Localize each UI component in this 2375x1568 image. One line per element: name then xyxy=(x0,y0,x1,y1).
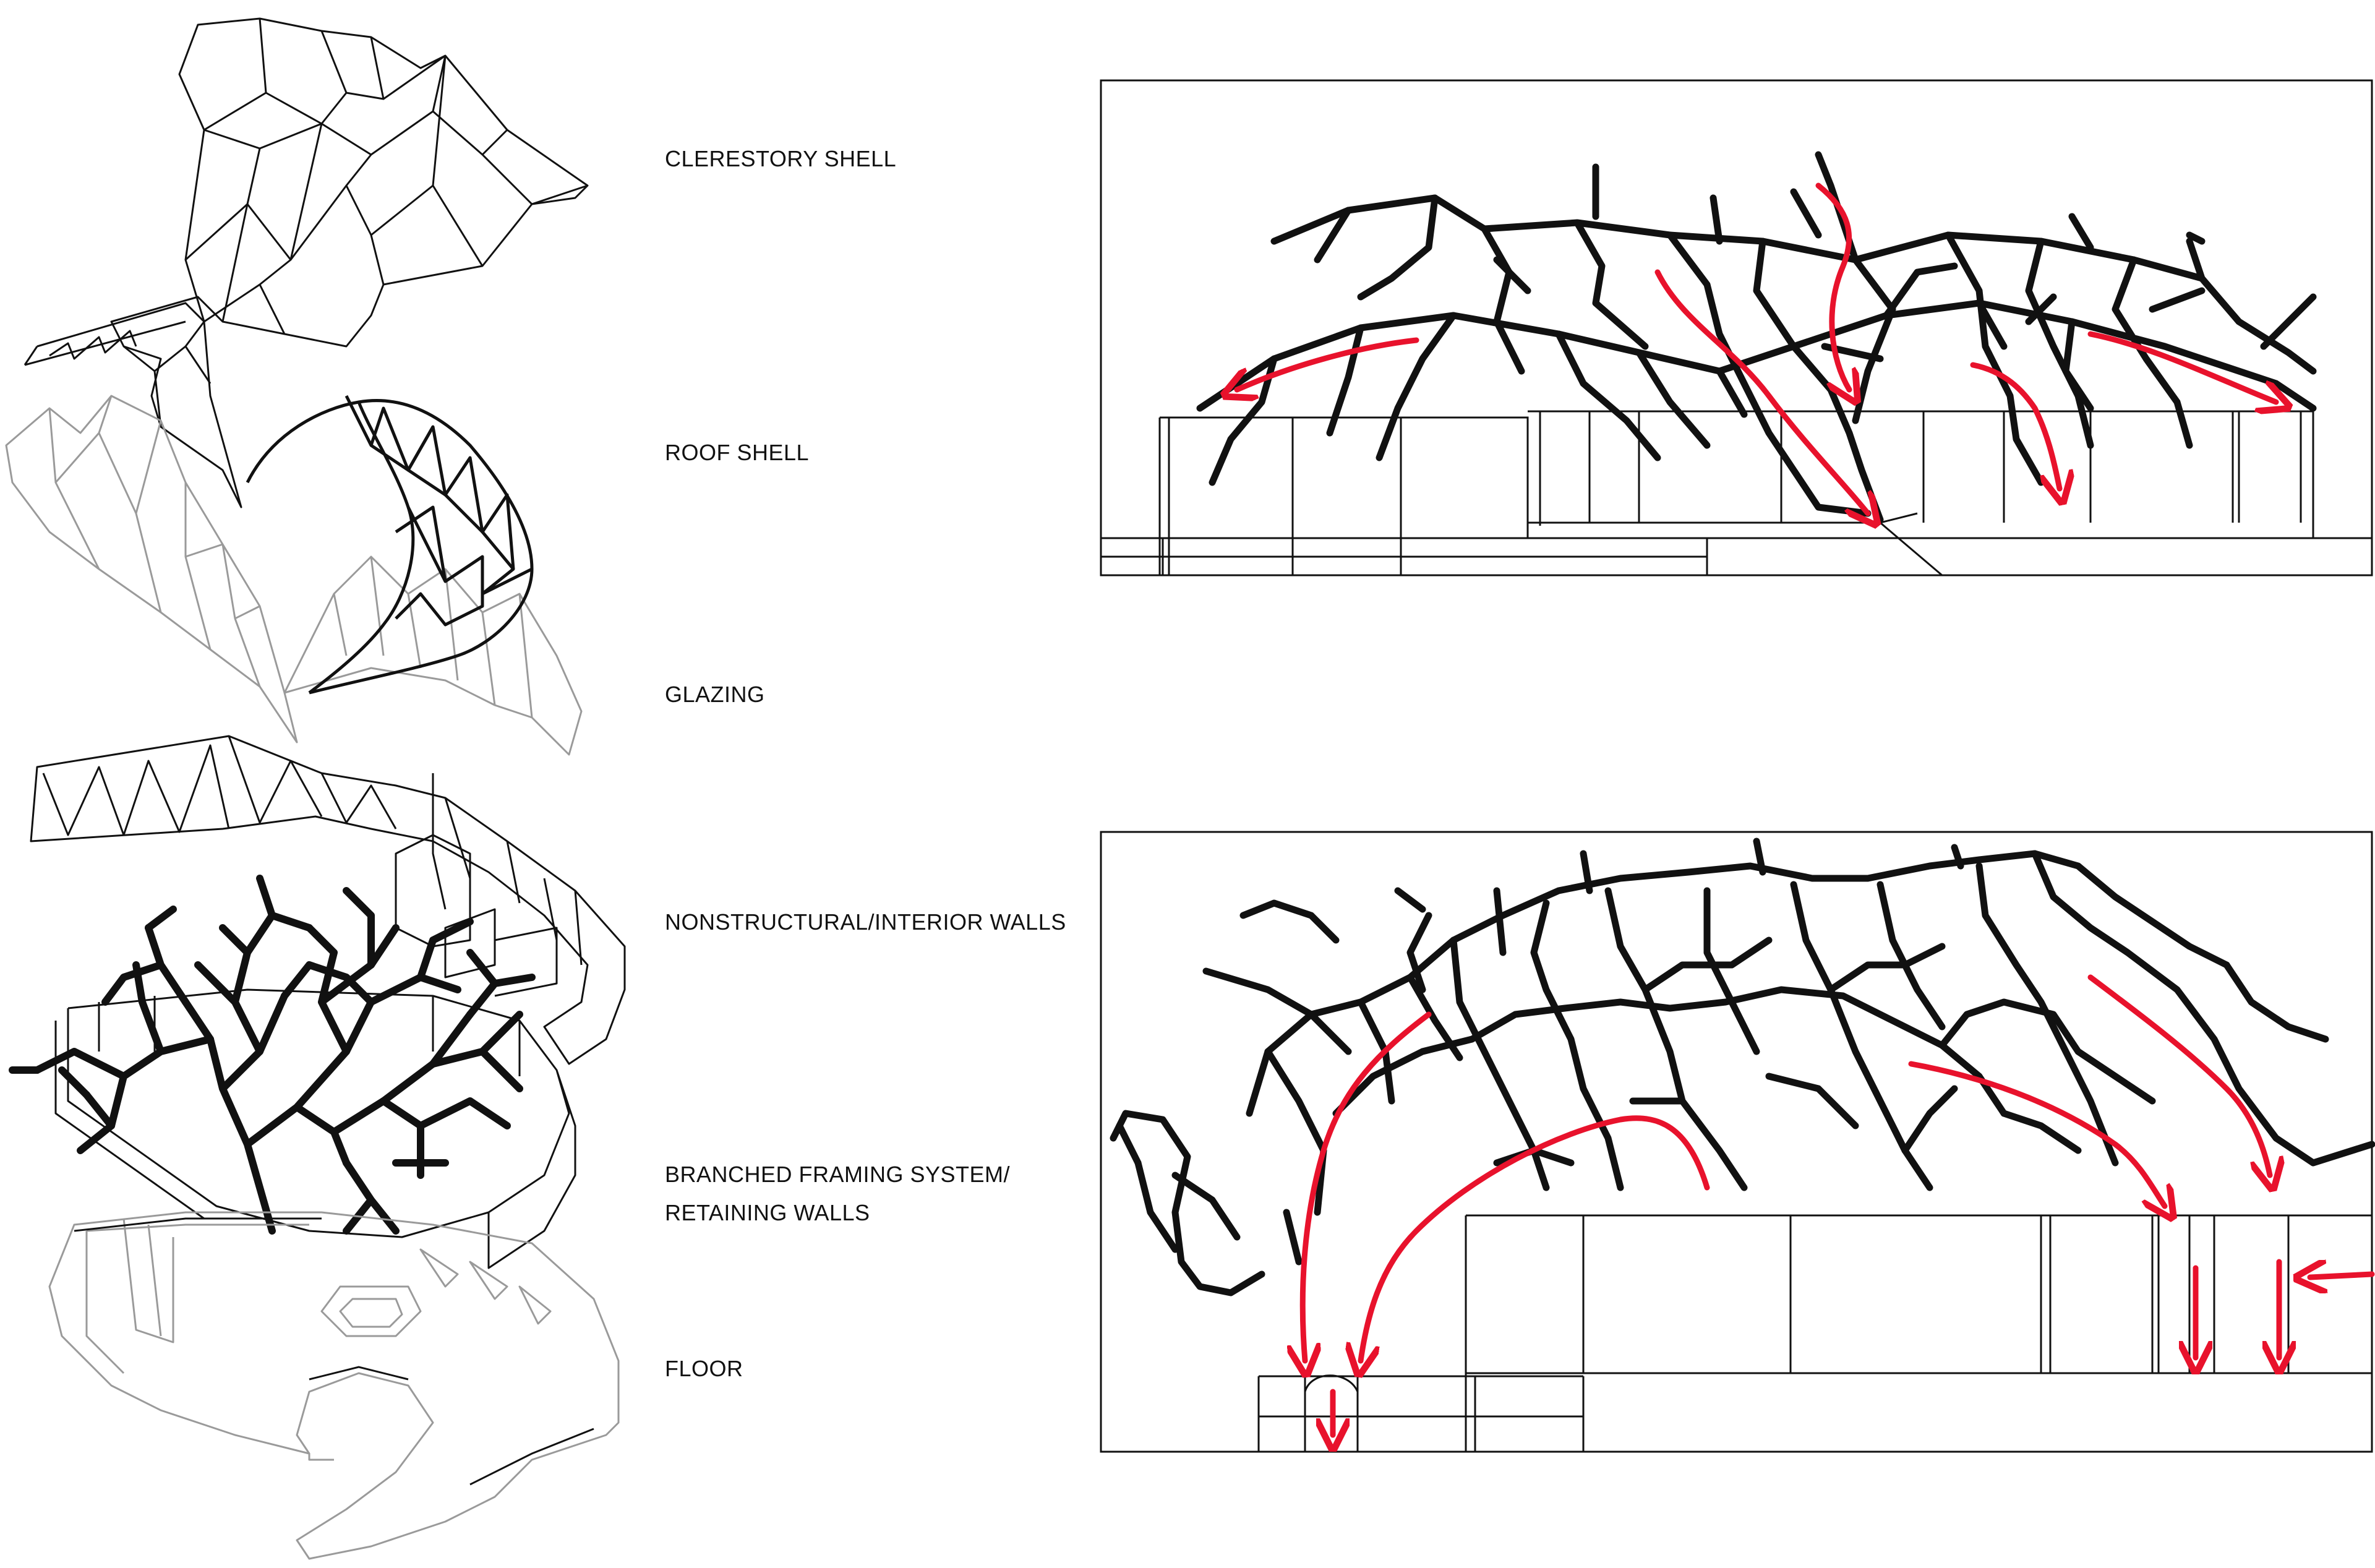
load-path-arrow xyxy=(1970,362,2060,489)
glazing-drawing xyxy=(246,395,534,695)
load-path-arrow xyxy=(1361,1115,1710,1361)
section-top-branched-tubes xyxy=(1196,151,2317,523)
load-path-arrow xyxy=(1654,269,1868,513)
load-path-arrow xyxy=(1815,182,1849,390)
load-path-arrow xyxy=(2310,1274,2375,1277)
section-bottom-branched-tubes xyxy=(1110,838,2375,1296)
label-glazing: GLAZING xyxy=(665,682,765,707)
section-top-walls xyxy=(1101,410,2372,576)
floor-drawing xyxy=(48,1211,620,1560)
load-path-arrow xyxy=(1303,1011,1432,1361)
label-floor: FLOOR xyxy=(665,1356,743,1381)
load-path-arrow xyxy=(2087,331,2276,402)
roof-shell-drawing xyxy=(5,395,583,756)
retaining-walls-drawing xyxy=(54,988,576,1269)
branched-framing-drawing xyxy=(9,875,536,1235)
label-roof-shell: ROOF SHELL xyxy=(665,440,810,465)
label-nonstructural-walls: NONSTRUCTURAL/INTERIOR WALLS xyxy=(665,909,1066,935)
section-bottom-frame xyxy=(1100,831,2373,1453)
clerestory-shell-drawing xyxy=(24,17,589,508)
section-top-load-arrows xyxy=(1237,182,2276,513)
nonstructural-walls-drawing xyxy=(30,735,626,1065)
load-path-arrow xyxy=(1908,1061,2165,1206)
load-path-arrow xyxy=(1237,337,1419,390)
floor-edge-drawing xyxy=(74,1217,594,1486)
section-bottom-load-arrows xyxy=(1303,974,2375,1435)
section-top-frame xyxy=(1100,79,2373,576)
load-path-arrow xyxy=(2087,974,2270,1175)
label-branched-framing: BRANCHED FRAMING SYSTEM/ RETAINING WALLS xyxy=(665,1162,1011,1225)
section-bottom-walls xyxy=(1257,1214,2372,1452)
label-clerestory-shell: CLERESTORY SHELL xyxy=(665,146,897,171)
